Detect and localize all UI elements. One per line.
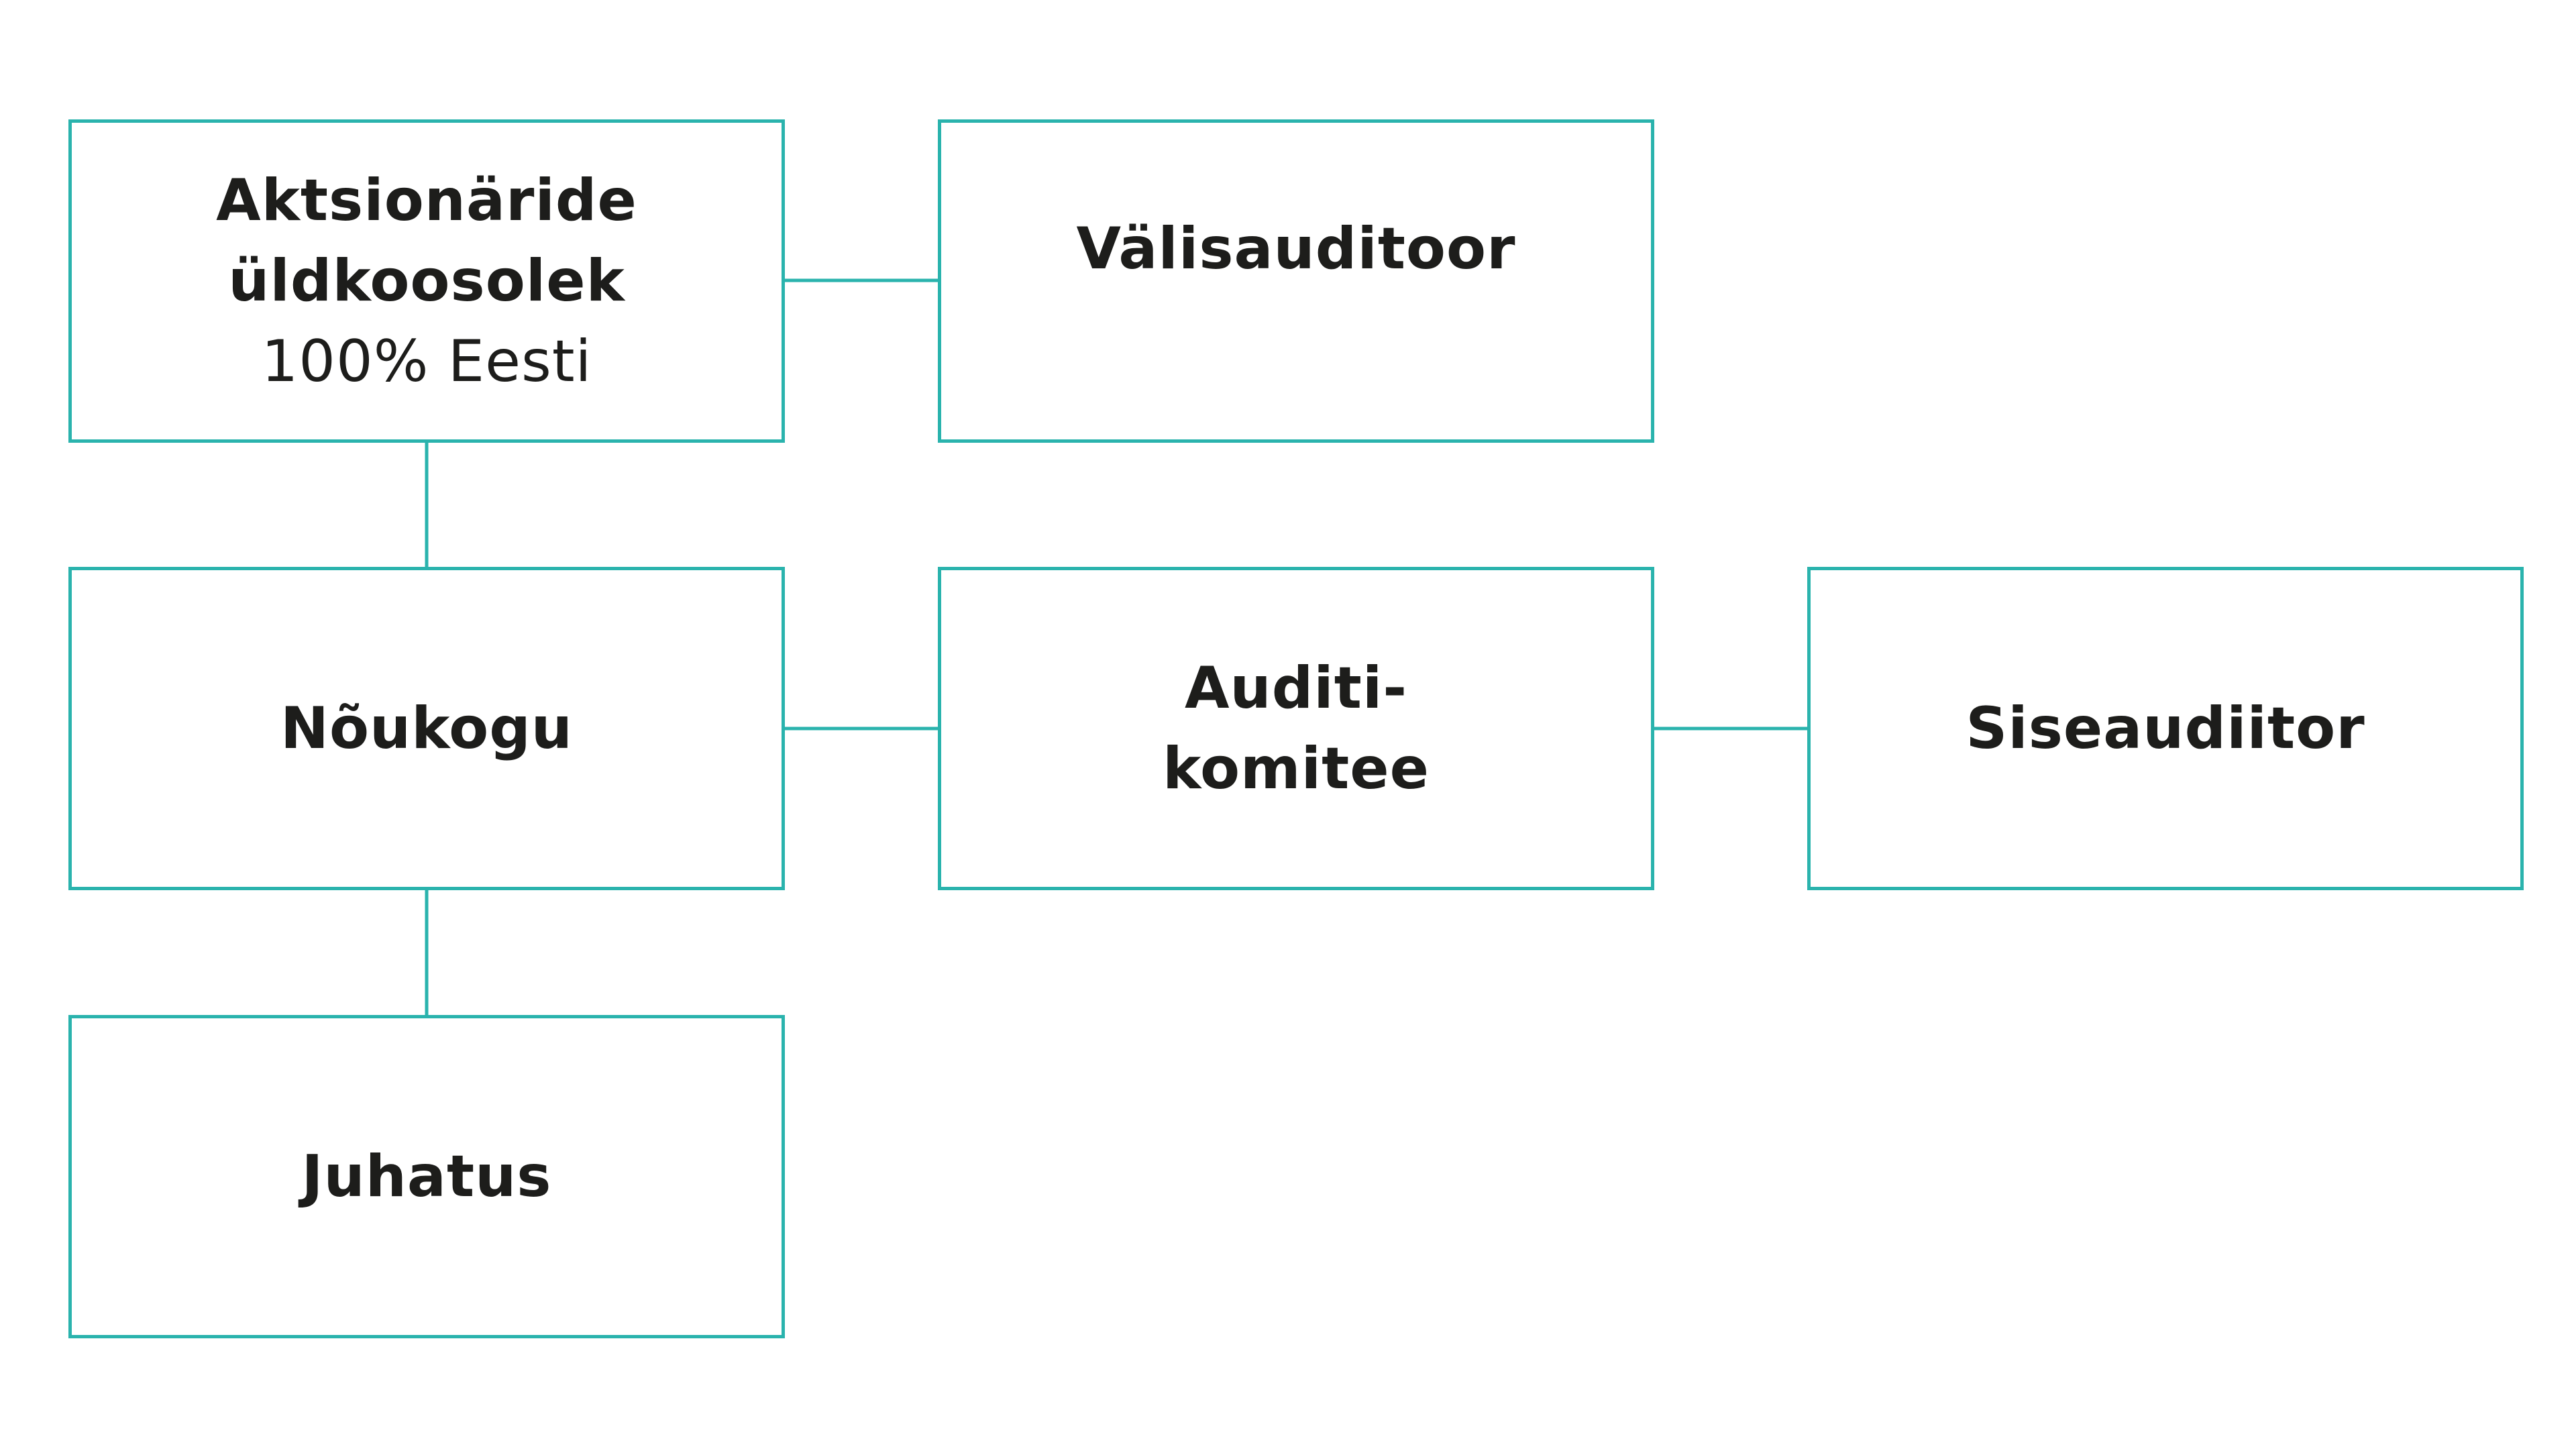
node-title: Välisauditoor [1076,215,1516,282]
node-external-auditor: Välisauditoor [938,119,1654,443]
node-title: Juhatus [301,1143,552,1210]
node-title: Siseaudiitor [1966,695,2365,762]
node-management-board: Juhatus [68,1015,785,1338]
node-title-line: Aktsionäride [216,167,637,234]
node-audit-committee: Auditi- komitee [938,567,1654,890]
node-internal-auditor: Siseaudiitor [1807,567,2524,890]
node-shareholders-meeting: Aktsionäride üldkoosolek 100% Eesti [68,119,785,443]
node-title-line: komitee [1163,735,1430,802]
node-title-line: üldkoosolek [228,248,625,315]
node-supervisory-council: Nõukogu [68,567,785,890]
node-title: Nõukogu [280,695,574,762]
node-subtitle: 100% Eesti [261,328,592,395]
node-title-line: Auditi- [1184,655,1408,722]
